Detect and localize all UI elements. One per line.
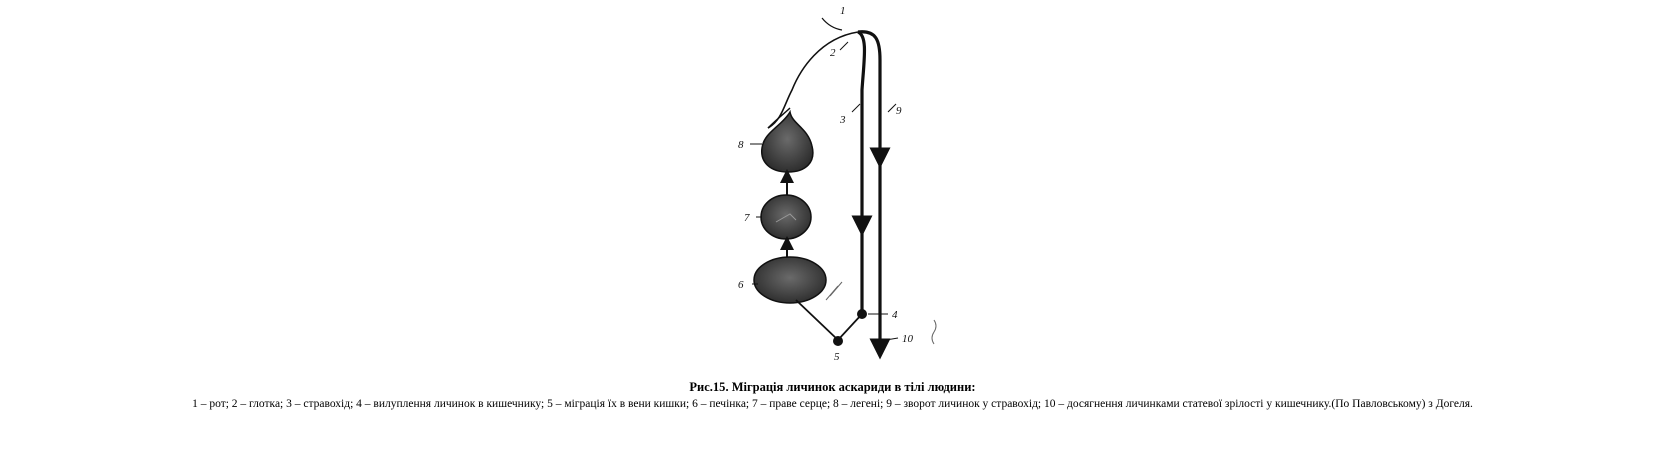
mouth-line <box>821 17 843 31</box>
leader-9 <box>887 103 897 113</box>
leader-3 <box>851 103 861 113</box>
portal-vein-path <box>795 299 863 342</box>
figure-number: Рис.15 <box>689 380 726 394</box>
leader-10 <box>885 337 899 341</box>
figure-caption-legend: 1 – рот; 2 – глотка; 3 – стравохід; 4 – … <box>192 398 1473 410</box>
label-5: 5 <box>834 351 840 363</box>
ascaris-migration-diagram: 1 2 3 9 8 7 6 4 10 5 <box>738 5 937 363</box>
label-3: 3 <box>839 114 846 126</box>
figure-title: . Міграція личинок аскариди в тілі людин… <box>725 380 976 394</box>
label-1: 1 <box>840 5 846 17</box>
liver-shape <box>753 256 827 304</box>
heart-shape <box>760 194 812 240</box>
leader-2 <box>839 41 849 51</box>
lungs-stem <box>767 107 791 129</box>
label-7: 7 <box>744 212 750 224</box>
label-2: 2 <box>830 47 836 59</box>
label-10: 10 <box>902 333 914 345</box>
stray-brace <box>931 319 937 345</box>
figure-caption-title: Рис.15. Міграція личинок аскариди в тілі… <box>0 379 1665 395</box>
stray-mark <box>825 281 843 301</box>
esophagus-path <box>857 30 867 314</box>
node-intestine-hatching <box>857 309 867 319</box>
return-path <box>857 30 882 348</box>
label-6: 6 <box>738 279 744 291</box>
label-8: 8 <box>738 139 744 151</box>
lungs-shape <box>761 109 814 173</box>
node-intestine-veins <box>833 336 843 346</box>
heart-detail <box>775 213 797 223</box>
label-9: 9 <box>896 105 902 117</box>
label-4: 4 <box>892 309 898 321</box>
